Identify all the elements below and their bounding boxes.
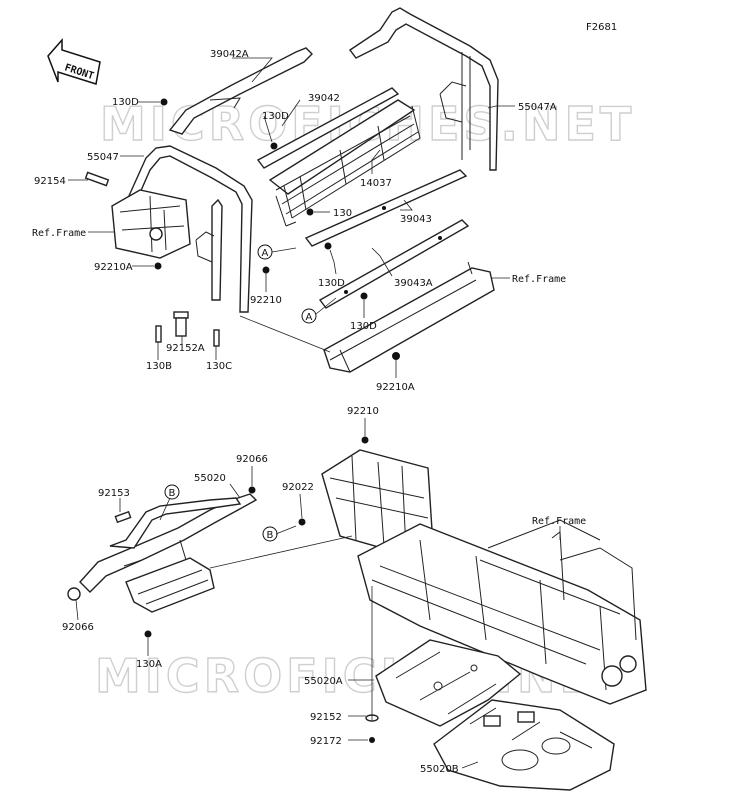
label-ref-frame-3: Ref.Frame xyxy=(532,516,586,527)
skid-plate-55020B xyxy=(433,699,615,791)
label-92022: 92022 xyxy=(282,482,314,493)
top-bar-39042A xyxy=(168,47,313,135)
label-39043A: 39043A xyxy=(394,278,433,289)
rear-roll-bar-55047A xyxy=(348,7,499,171)
lower-side-rail xyxy=(323,261,495,373)
bolt-130 xyxy=(306,208,314,216)
label-55047: 55047 xyxy=(87,152,119,163)
bolt-92172 xyxy=(369,737,375,743)
svg-text:B: B xyxy=(169,488,176,499)
label-130C: 130C xyxy=(206,361,232,372)
label-92210A-1: 92210A xyxy=(94,262,133,273)
label-92066-2: 92066 xyxy=(62,622,94,633)
front-bumper-55020 xyxy=(67,493,258,613)
marker-a-1: A xyxy=(257,244,273,260)
label-92172: 92172 xyxy=(310,736,342,747)
label-92153: 92153 xyxy=(98,488,130,499)
label-92066-1: 92066 xyxy=(236,454,268,465)
label-130D-3: 130D xyxy=(318,278,345,289)
nut-92210-2 xyxy=(361,436,369,444)
marker-b-2: B xyxy=(262,526,278,542)
bolt-130B xyxy=(155,325,162,343)
front-roll-bar-55047 xyxy=(127,145,253,319)
label-14037: 14037 xyxy=(360,178,392,189)
main-frame xyxy=(321,449,647,705)
side-mount-bracket xyxy=(84,171,191,259)
svg-text:B: B xyxy=(267,530,274,541)
nut-92210A-2 xyxy=(392,352,400,360)
rail-39042 xyxy=(256,87,400,169)
bolt-130D-3 xyxy=(324,242,332,250)
label-55047A: 55047A xyxy=(518,102,557,113)
collar-92152A xyxy=(175,317,187,337)
label-39042: 39042 xyxy=(308,93,340,104)
cap-92066-1 xyxy=(248,486,256,494)
marker-a-2: A xyxy=(301,308,317,324)
skid-plate-55020A xyxy=(375,639,522,727)
front-arrow-icon: FRONT xyxy=(47,38,101,85)
figure-code: F2681 xyxy=(586,22,617,33)
label-39042A: 39042A xyxy=(210,49,249,60)
svg-text:A: A xyxy=(262,248,269,259)
grommet-92022 xyxy=(298,518,306,526)
label-ref-frame-1: Ref.Frame xyxy=(32,228,86,239)
bolt-92153 xyxy=(114,510,132,524)
cargo-rack-14037 xyxy=(268,99,421,227)
marker-b-1: B xyxy=(164,484,180,500)
nut-92210A-1 xyxy=(154,262,162,270)
label-130D-4: 130D xyxy=(350,321,377,332)
label-92152: 92152 xyxy=(310,712,342,723)
label-55020: 55020 xyxy=(194,473,226,484)
label-130A: 130A xyxy=(136,659,162,670)
label-92154: 92154 xyxy=(34,176,66,187)
nut-92210-1 xyxy=(262,266,270,274)
bolt-130D-1 xyxy=(160,98,168,106)
label-55020A: 55020A xyxy=(304,676,343,687)
label-130B: 130B xyxy=(146,361,172,372)
label-55020B: 55020B xyxy=(420,764,459,775)
bolt-130C xyxy=(213,329,220,347)
rail-39043A xyxy=(318,219,470,309)
label-130D-1: 130D xyxy=(112,97,139,108)
bolt-130D-2 xyxy=(270,142,278,150)
svg-text:A: A xyxy=(306,312,313,323)
label-92210-2: 92210 xyxy=(347,406,379,417)
rail-39043 xyxy=(304,169,468,247)
label-130D-2: 130D xyxy=(262,111,289,122)
label-130: 130 xyxy=(333,208,352,219)
label-92210-1: 92210 xyxy=(250,295,282,306)
bolt-130A xyxy=(144,630,152,638)
bolt-130D-4 xyxy=(360,292,368,300)
label-39043: 39043 xyxy=(400,214,432,225)
label-92210A-2: 92210A xyxy=(376,382,415,393)
label-ref-frame-2: Ref.Frame xyxy=(512,274,566,285)
label-92152A: 92152A xyxy=(166,343,205,354)
